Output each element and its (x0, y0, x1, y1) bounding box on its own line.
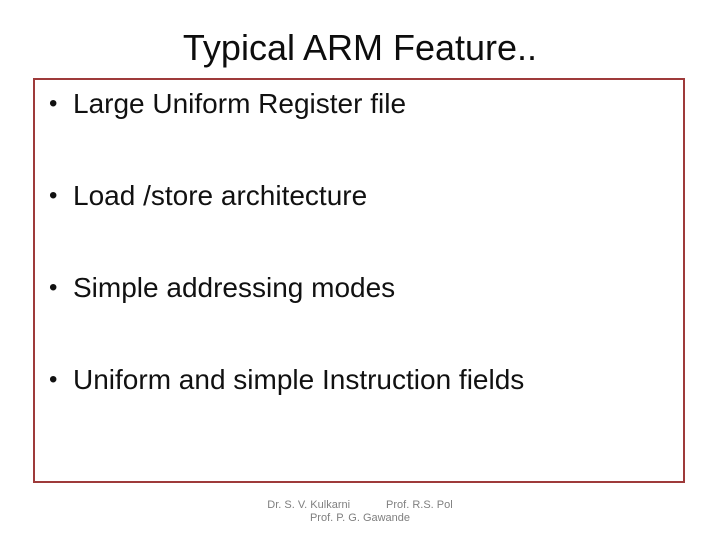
bullet-text: Large Uniform Register file (73, 88, 407, 119)
footer-author-2: Prof. R.S. Pol (386, 499, 453, 511)
bullet-text: Simple addressing modes (73, 272, 396, 303)
footer-authors-line: Dr. S. V. Kulkarni Prof. R.S. Pol (0, 499, 720, 512)
slide-title: Typical ARM Feature.. (182, 27, 538, 68)
bullet-item: • Simple addressing modes (49, 271, 673, 363)
bullet-dot-icon: • (49, 274, 58, 301)
bullet-dot-icon: • (49, 182, 58, 209)
bullet-item: • Uniform and simple Instruction fields (49, 363, 673, 455)
bullet-list: • Large Uniform Register file • Load /st… (49, 87, 673, 455)
slide-footer: Dr. S. V. Kulkarni Prof. R.S. Pol Prof. … (0, 499, 720, 525)
bullet-text: Uniform and simple Instruction fields (73, 364, 525, 395)
content-box: • Large Uniform Register file • Load /st… (33, 78, 685, 483)
bullet-text: Load /store architecture (73, 180, 368, 211)
footer-author-1: Dr. S. V. Kulkarni (267, 499, 351, 511)
bullet-item: • Load /store architecture (49, 179, 673, 271)
footer-author-3: Prof. P. G. Gawande (309, 512, 411, 524)
bullet-dot-icon: • (49, 90, 58, 117)
bullet-dot-icon: • (49, 366, 58, 393)
bullet-item: • Large Uniform Register file (49, 87, 673, 179)
